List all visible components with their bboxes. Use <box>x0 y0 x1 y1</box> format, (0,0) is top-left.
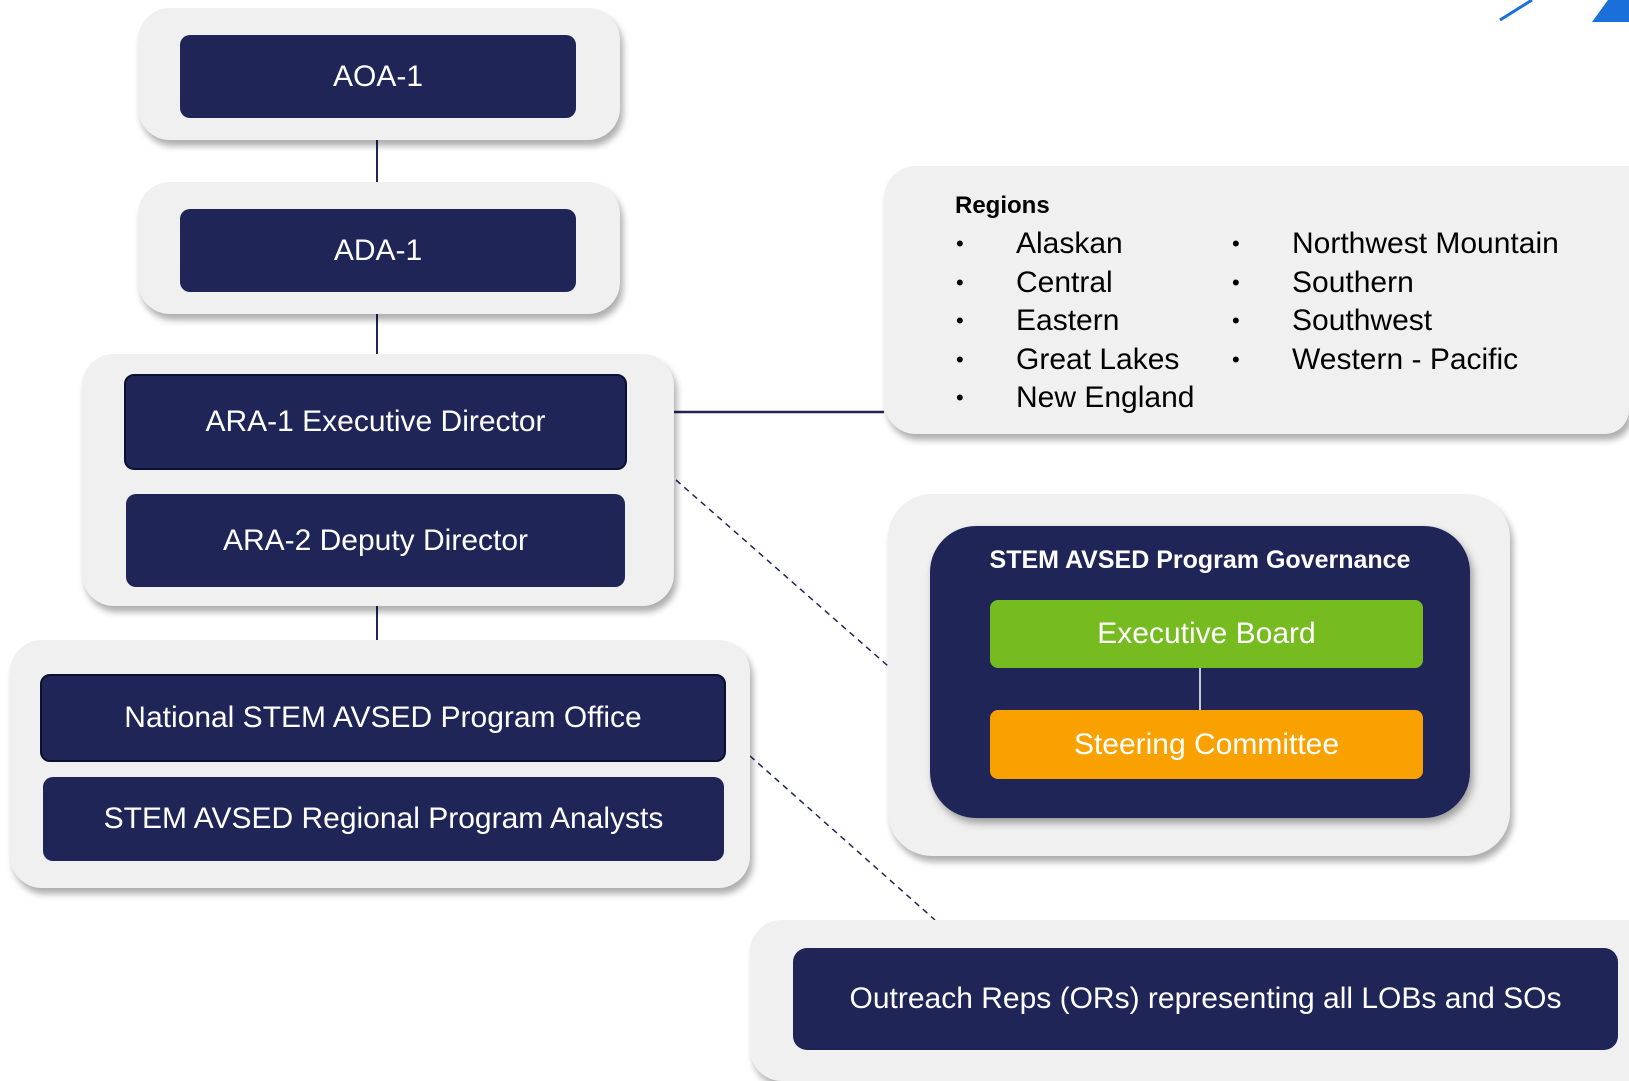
regional-analysts-box: STEM AVSED Regional Program Analysts <box>43 777 724 861</box>
ara-panel: ARA-1 Executive Director ARA-2 Deputy Di… <box>82 354 674 606</box>
region-item: •Eastern <box>956 304 1120 338</box>
region-item: •Alaskan <box>956 227 1123 261</box>
ara2-box: ARA-2 Deputy Director <box>126 494 625 587</box>
regions-panel: Regions •Alaskan •Central •Eastern •Grea… <box>884 166 1629 434</box>
region-item: •Southwest <box>1232 304 1433 338</box>
ara1-label: ARA-1 Executive Director <box>205 405 546 438</box>
regions-column-2: •Northwest Mountain •Southern •Southwest… <box>1232 225 1559 379</box>
dashed-connector-governance <box>675 479 889 667</box>
regional-analysts-label: STEM AVSED Regional Program Analysts <box>103 802 664 835</box>
steering-committee-label: Steering Committee <box>1073 727 1340 761</box>
region-item: •Southern <box>1232 265 1414 299</box>
region-item: •Great Lakes <box>956 342 1180 376</box>
aoa-box: AOA-1 <box>180 35 576 118</box>
region-item: •Northwest Mountain <box>1232 227 1559 261</box>
ada-box: ADA-1 <box>180 209 576 292</box>
ara2-label: ARA-2 Deputy Director <box>222 523 529 557</box>
national-office-label: National STEM AVSED Program Office <box>124 701 642 734</box>
regions-column-1: •Alaskan •Central •Eastern •Great Lakes … <box>956 225 1194 418</box>
ada-label: ADA-1 <box>333 233 423 267</box>
governance-outer-panel: STEM AVSED Program Governance Executive … <box>888 494 1510 856</box>
governance-title: STEM AVSED Program Governance <box>989 546 1411 574</box>
steering-committee-box: Steering Committee <box>990 710 1423 779</box>
outreach-panel: Outreach Reps (ORs) representing all LOB… <box>750 920 1629 1081</box>
region-item: •Western - Pacific <box>1232 342 1519 376</box>
logo-mark <box>1499 0 1629 22</box>
ara1-box: ARA-1 Executive Director <box>124 374 627 470</box>
outreach-box: Outreach Reps (ORs) representing all LOB… <box>793 948 1618 1050</box>
outreach-label: Outreach Reps (ORs) representing all LOB… <box>849 982 1562 1015</box>
dashed-connector-outreach <box>749 755 936 921</box>
region-item: •New England <box>956 381 1195 415</box>
regions-title: Regions <box>955 192 1050 219</box>
program-office-panel: National STEM AVSED Program Office STEM … <box>10 640 750 888</box>
national-office-box: National STEM AVSED Program Office <box>40 674 726 762</box>
executive-board-box: Executive Board <box>990 600 1423 668</box>
aoa-label: AOA-1 <box>332 59 424 93</box>
aoa-panel: AOA-1 <box>138 8 620 140</box>
ada-panel: ADA-1 <box>138 182 620 314</box>
governance-panel: STEM AVSED Program Governance Executive … <box>930 526 1470 818</box>
governance-connector <box>1199 668 1201 710</box>
executive-board-label: Executive Board <box>1097 617 1316 650</box>
region-item: •Central <box>956 265 1113 299</box>
